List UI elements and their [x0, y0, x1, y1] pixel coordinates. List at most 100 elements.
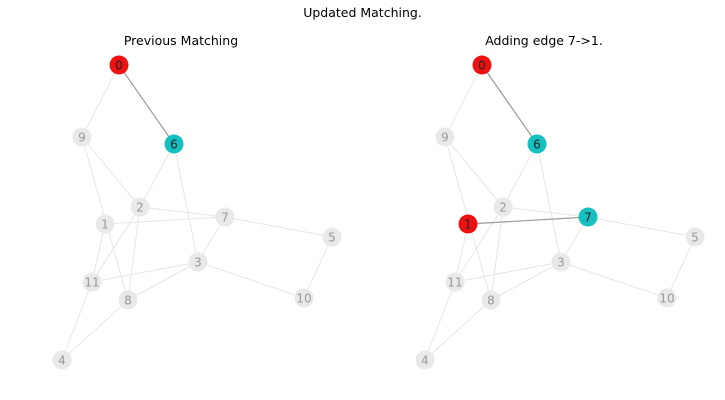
graph-node: 10 — [657, 288, 677, 308]
graph-edge — [536, 143, 562, 263]
graph-edge — [127, 206, 141, 301]
graph-edge — [666, 236, 696, 299]
graph-node: 3 — [188, 252, 208, 272]
node-label: 0 — [115, 59, 123, 73]
node-circle — [188, 252, 208, 272]
node-circle — [164, 134, 184, 154]
graph-edge — [139, 206, 226, 218]
node-label: 3 — [557, 256, 565, 270]
node-circle — [294, 288, 314, 308]
node-label: 11 — [84, 276, 99, 290]
graph-node: 3 — [551, 252, 571, 272]
graph-node: 8 — [481, 290, 501, 310]
graph-node: 6 — [164, 134, 184, 154]
node-circle — [215, 207, 235, 227]
node-circle — [109, 55, 129, 75]
node-circle — [82, 272, 102, 292]
node-circle — [685, 227, 705, 247]
graph-edge — [454, 206, 504, 283]
graph-node: 10 — [294, 288, 314, 308]
graph-edge — [91, 261, 199, 283]
graph-left: 0 1 2 3 4 5 6 7 8 9 10 11 — [52, 55, 342, 370]
graph-edge — [502, 143, 538, 208]
matched-edge — [467, 216, 589, 225]
graph-edge — [444, 64, 483, 138]
graph-node: 4 — [52, 350, 72, 370]
panel-title: Adding edge 7->1. — [485, 33, 603, 48]
graph-edge — [139, 143, 175, 208]
graph-node: 8 — [118, 290, 138, 310]
graph-edge — [81, 136, 141, 208]
node-circle — [130, 197, 150, 217]
node-circle — [435, 127, 455, 147]
graph-edge — [444, 136, 504, 208]
graph-node: 4 — [415, 350, 435, 370]
matched-edge — [481, 64, 538, 145]
node-label: 6 — [170, 138, 178, 152]
graph-node: 7 — [578, 207, 598, 227]
node-circle — [481, 290, 501, 310]
node-circle — [493, 197, 513, 217]
graph-edge — [104, 216, 226, 225]
graph-edge — [303, 236, 333, 299]
node-circle — [527, 134, 547, 154]
edges — [424, 64, 696, 361]
graph-edge — [81, 64, 120, 138]
node-label: 9 — [78, 131, 86, 145]
node-label: 9 — [441, 131, 449, 145]
node-label: 2 — [499, 201, 507, 215]
node-label: 5 — [691, 231, 699, 245]
node-label: 7 — [584, 211, 592, 225]
node-circle — [445, 272, 465, 292]
graph-node: 5 — [322, 227, 342, 247]
node-label: 3 — [194, 256, 202, 270]
node-circle — [657, 288, 677, 308]
graph-edge — [587, 216, 696, 238]
graph-edge — [490, 261, 562, 301]
node-label: 1 — [464, 218, 472, 232]
graph-node: 7 — [215, 207, 235, 227]
node-label: 0 — [478, 59, 486, 73]
node-circle — [458, 214, 478, 234]
graph-node: 0 — [472, 55, 492, 75]
graph-edge — [173, 143, 199, 263]
node-label: 8 — [487, 294, 495, 308]
graph-node: 1 — [95, 214, 115, 234]
graph-edge — [424, 281, 456, 361]
node-circle — [551, 252, 571, 272]
panel-previous-matching: Previous Matching 0 1 2 3 4 5 6 7 8 9 10 11 — [0, 0, 362, 400]
node-label: 1 — [101, 218, 109, 232]
node-label: 2 — [136, 201, 144, 215]
graph-edge — [424, 299, 492, 361]
node-circle — [52, 350, 72, 370]
graph-edge — [224, 216, 333, 238]
graph-edge — [490, 206, 504, 301]
graph-node: 9 — [72, 127, 92, 147]
graph-edge — [91, 223, 106, 283]
graph-edge — [61, 299, 129, 361]
graph-edge — [197, 261, 305, 299]
node-label: 11 — [447, 276, 462, 290]
graph-edge — [454, 223, 469, 283]
graph-edge — [560, 261, 668, 299]
graph-node: 2 — [130, 197, 150, 217]
node-circle — [118, 290, 138, 310]
node-circle — [578, 207, 598, 227]
panel-title: Previous Matching — [123, 33, 239, 48]
graph-node: 11 — [445, 272, 465, 292]
graph-node: 0 — [109, 55, 129, 75]
graph-edge — [454, 261, 562, 283]
graph-edge — [502, 206, 589, 218]
node-circle — [472, 55, 492, 75]
graph-edge — [61, 281, 93, 361]
matched-edge — [118, 64, 175, 145]
nodes: 0 1 2 3 4 5 6 7 8 9 10 11 — [52, 55, 342, 370]
edges — [61, 64, 333, 361]
node-label: 8 — [124, 294, 132, 308]
node-label: 4 — [421, 354, 429, 368]
node-label: 10 — [659, 292, 674, 306]
graph-node: 5 — [685, 227, 705, 247]
